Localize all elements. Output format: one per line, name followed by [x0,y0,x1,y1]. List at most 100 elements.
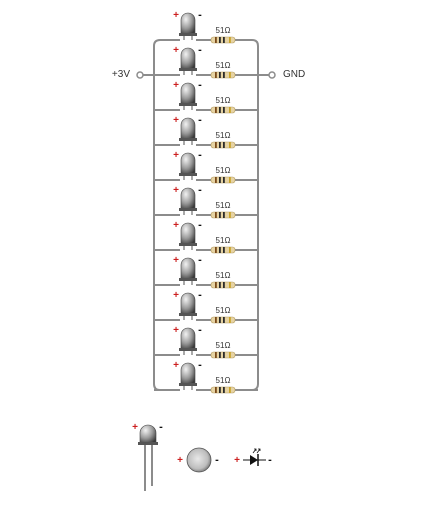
resistor-band [215,72,217,78]
legend-top-plus: + [177,455,183,466]
legend-side-plus: + [132,422,138,433]
led-minus-mark: - [198,359,202,371]
led-minus-mark: - [198,254,202,266]
positive-terminal-node[interactable] [136,71,144,79]
resistor-band [223,212,225,218]
led-body [180,117,196,140]
led-branch: + - 51Ω [154,324,258,359]
legend-symbol-plus: + [234,455,240,466]
resistor-label: 51Ω [216,61,231,70]
led-branch: + - 51Ω [154,219,258,254]
resistor-label: 51Ω [216,131,231,140]
led-minus-mark: - [198,219,202,231]
resistor-band [223,37,225,43]
resistor-band [219,72,221,78]
led-flange [179,68,197,71]
led-branch: +-51Ω [154,114,258,149]
led-plus-mark: + [173,45,179,56]
led-flange [179,33,197,36]
led-minus-mark: - [198,114,202,126]
led-branches: + - 51Ω + - 51Ω + - 51Ω + - 51Ω + - 51Ω + - 51Ω + - 51Ω + - 51Ω… [154,9,258,394]
resistor-band [215,387,217,393]
led-branch: +-51Ω [154,359,258,394]
led-branch: +-51Ω [154,289,258,324]
resistor-band [223,247,225,253]
resistor-band [219,247,221,253]
led-plus-mark: + [173,220,179,231]
resistor-band [215,177,217,183]
resistor-band [219,177,221,183]
resistor-band [223,142,225,148]
led-plus-mark: + [173,325,179,336]
led-body [180,257,196,280]
led-minus-mark: - [198,44,202,56]
negative-terminal[interactable]: GND [268,69,305,80]
legend-symbol-emission-arrows-icon [252,448,261,454]
resistor-label: 51Ω [216,26,231,35]
led-flange [179,383,197,386]
resistor-band [223,107,225,113]
led-body [180,222,196,245]
negative-terminal-node[interactable] [268,71,276,79]
resistor-band [223,282,225,288]
resistor-band [219,282,221,288]
resistor-band [219,142,221,148]
led-branch: + - 51Ω [154,254,258,289]
resistor-band [219,352,221,358]
led-minus-mark: - [198,289,202,301]
resistor-band [229,142,231,148]
resistor-band [229,107,231,113]
resistor-band [229,282,231,288]
led-minus-mark: - [198,324,202,336]
legend-top-minus: - [215,454,219,466]
negative-terminal-label: GND [283,69,305,80]
led-plus-mark: + [173,150,179,161]
led-flange [179,243,197,246]
led-branch: +-51Ω [160,9,252,44]
led-minus-mark: - [198,149,202,161]
led-plus-mark: + [173,290,179,301]
led-branch: +-51Ω [154,79,258,114]
resistor-label: 51Ω [216,201,231,210]
resistor-band [215,317,217,323]
resistor-band [223,352,225,358]
positive-terminal[interactable]: +3V [112,69,144,80]
legend-led-top-view: + - [177,447,219,473]
led-plus-mark: + [173,10,179,21]
led-flange [179,138,197,141]
resistor-band [219,37,221,43]
resistor-band [215,282,217,288]
resistor-band [215,37,217,43]
led-branch: +-51Ω [154,184,258,219]
led-branch: + - 51Ω [154,44,258,79]
led-body [180,187,196,210]
legend-side-minus: - [159,421,163,433]
led-body [180,47,196,70]
resistor-band [223,317,225,323]
resistor-band [229,387,231,393]
led-flange [179,208,197,211]
resistor-band [219,387,221,393]
led-plus-mark: + [173,255,179,266]
led-flange [179,103,197,106]
resistor-band [223,72,225,78]
led-plus-mark: + [173,185,179,196]
positive-terminal-label: +3V [112,69,130,80]
resistor-label: 51Ω [216,271,231,280]
legend-symbol-minus: - [268,454,272,466]
resistor-label: 51Ω [216,236,231,245]
legend-top-led-circle [186,447,212,473]
legend-side-led-body [139,424,157,444]
resistor-label: 51Ω [216,341,231,350]
led-plus-mark: + [173,80,179,91]
resistor-band [215,107,217,113]
led-branch: +-51Ω [154,149,258,184]
led-flange [179,348,197,351]
led-flange [179,313,197,316]
led-body [180,292,196,315]
resistor-label: 51Ω [216,376,231,385]
resistor-band [229,247,231,253]
resistor-band [219,212,221,218]
resistor-band [229,352,231,358]
resistor-band [229,37,231,43]
